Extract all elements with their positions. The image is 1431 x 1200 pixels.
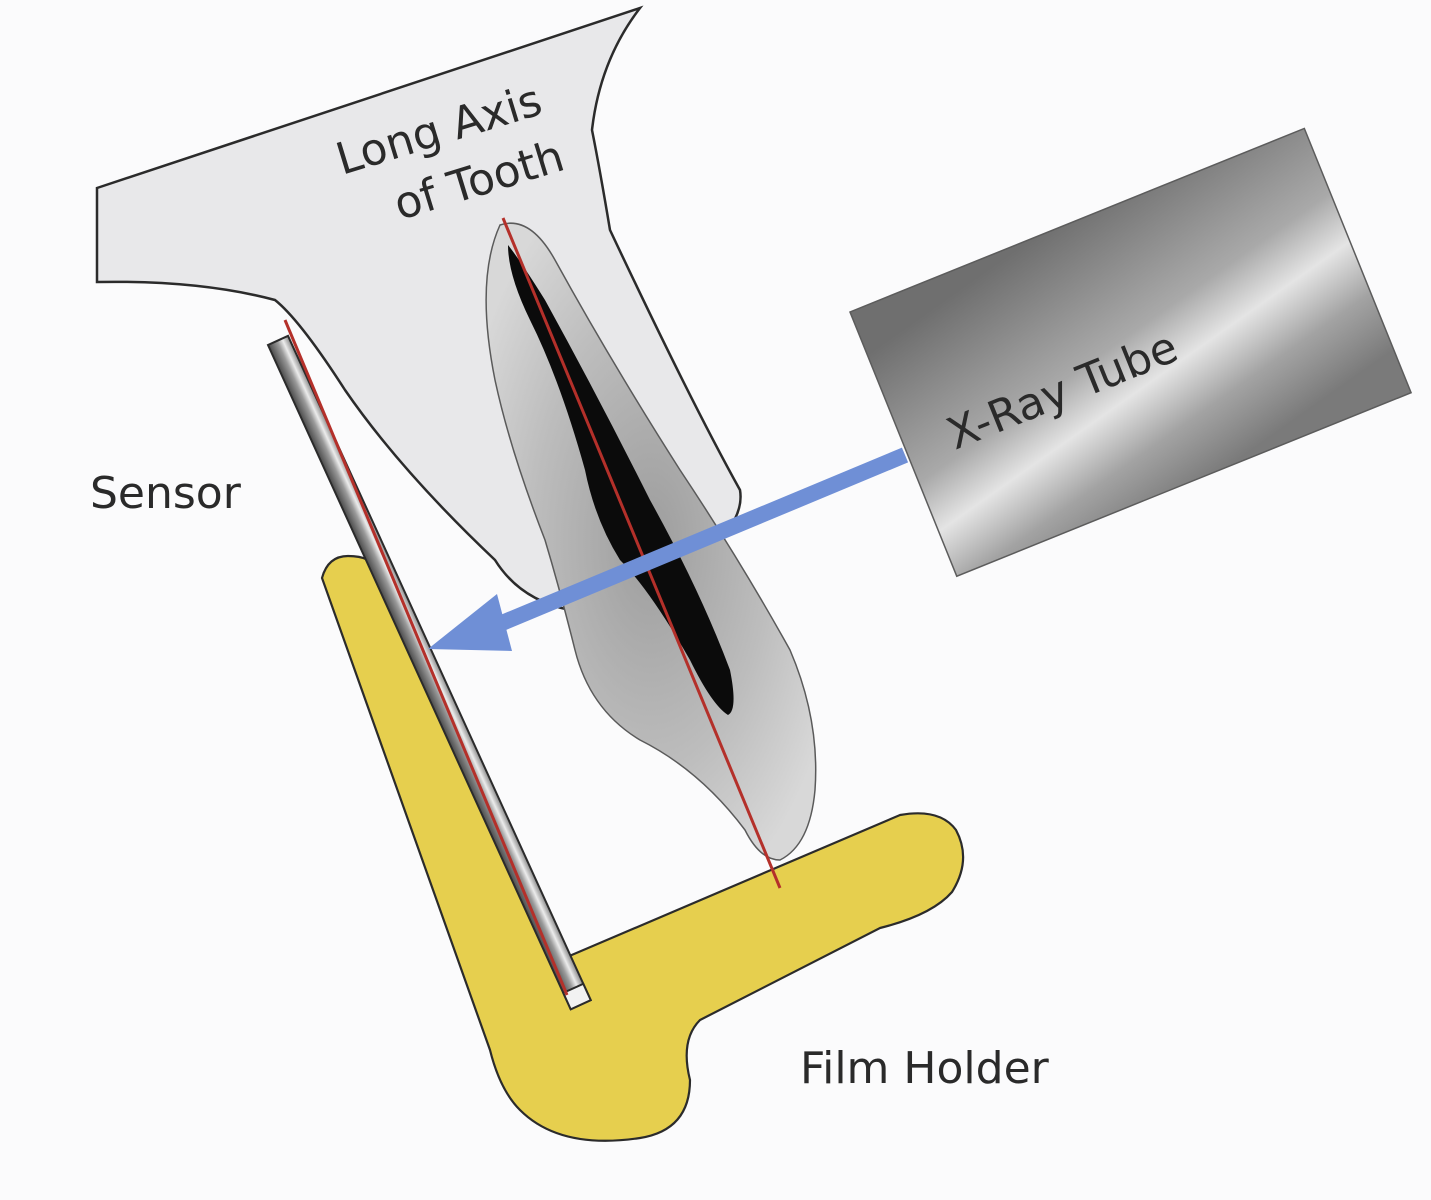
xray-tube xyxy=(849,127,1413,578)
tooth-long-axis-line xyxy=(501,217,782,889)
sensor-bar xyxy=(266,334,593,1011)
sensor-label: Sensor xyxy=(90,468,242,519)
pulp-canal xyxy=(508,245,734,715)
film-holder-label: Film Holder xyxy=(800,1043,1050,1094)
sensor-long-axis-line xyxy=(283,319,569,996)
xray-beam-arrow xyxy=(428,447,909,651)
